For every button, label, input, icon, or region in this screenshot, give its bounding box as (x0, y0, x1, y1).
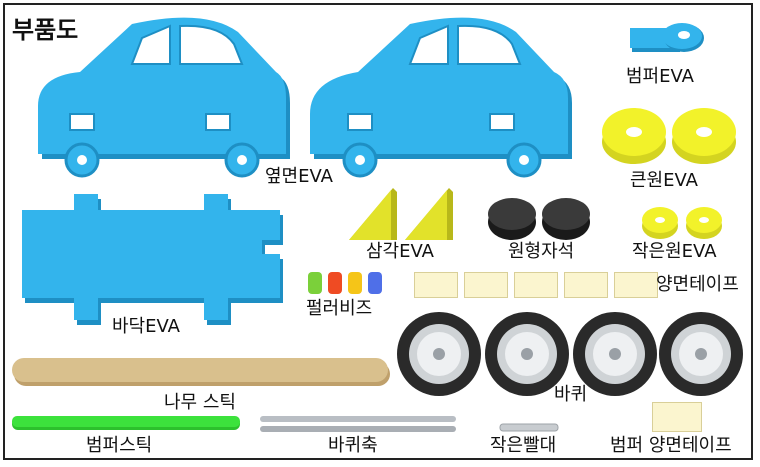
wheel-label: 바퀴 (554, 384, 588, 405)
big-circle-eva-label: 큰원EVA (630, 170, 698, 191)
wheel-1 (397, 312, 481, 396)
small-circle-eva-label: 작은원EVA (632, 241, 717, 262)
pearl-beads (308, 272, 382, 294)
side-eva-right (310, 17, 572, 178)
small-straw-label: 작은빨대 (490, 435, 557, 456)
small-circle-eva (642, 207, 722, 239)
pearl-beads-label: 펄러비즈 (306, 298, 373, 319)
bumper-stick-label: 범퍼스틱 (86, 435, 153, 456)
double-tape-label: 양면테이프 (656, 274, 739, 295)
bumper-eva (630, 23, 704, 52)
side-eva-left (38, 17, 290, 178)
bumper-eva-label: 범퍼EVA (626, 66, 694, 87)
bumper-double-tape-label: 범퍼 양면테이프 (610, 435, 732, 456)
triangle-eva-label: 삼각EVA (366, 241, 434, 262)
double-tape-2 (464, 272, 508, 298)
wood-stick (12, 358, 390, 386)
circle-magnet (488, 198, 590, 240)
wood-stick-label: 나무 스틱 (164, 392, 236, 413)
double-tape-3 (514, 272, 558, 298)
page-title: 부품도 (12, 16, 79, 44)
double-tape-5 (614, 272, 658, 298)
double-tape-4 (564, 272, 608, 298)
wheels (397, 312, 743, 396)
double-tape-1 (414, 272, 458, 298)
small-straw (499, 423, 559, 432)
axle (260, 416, 456, 432)
wheel-3 (573, 312, 657, 396)
bottom-eva-label: 바닥EVA (112, 316, 180, 337)
wheel-2 (485, 312, 569, 396)
wheel-4 (659, 312, 743, 396)
bumper-stick (12, 416, 240, 430)
side-eva-label: 옆면EVA (265, 166, 333, 187)
big-circle-eva (602, 108, 736, 164)
triangle-eva (349, 188, 453, 240)
bottom-eva (22, 194, 283, 325)
circle-magnet-label: 원형자석 (508, 241, 575, 262)
axle-label: 바퀴축 (328, 435, 378, 456)
bumper-double-tape (652, 402, 702, 432)
